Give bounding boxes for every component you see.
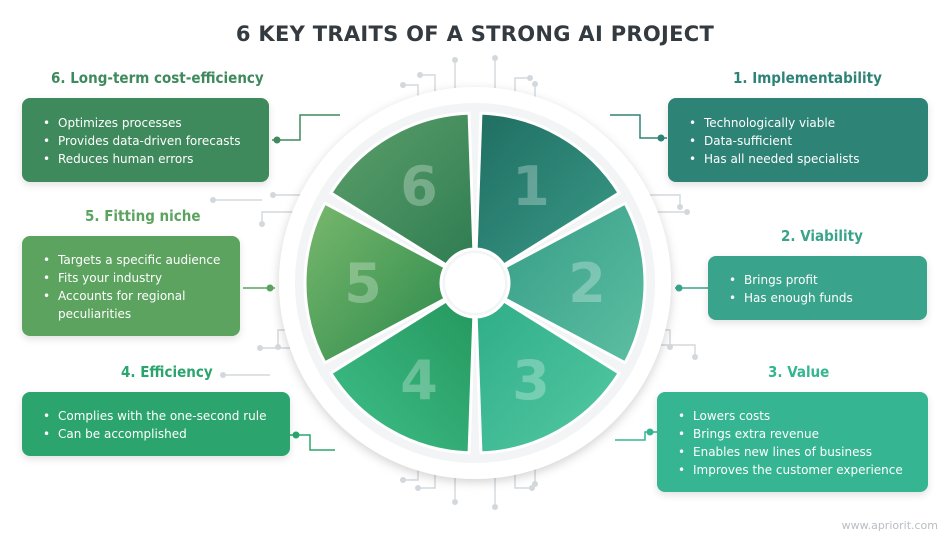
- card-implementability: Technologically viable Data-sufficient H…: [668, 98, 928, 182]
- list-item: Technologically viable: [688, 114, 914, 132]
- list-item: Reduces human errors: [42, 150, 257, 168]
- circuit-dots: [210, 55, 698, 510]
- list-item: Provides data-driven forecasts: [42, 132, 257, 150]
- page-title: 6 KEY TRAITS OF A STRONG AI PROJECT: [235, 22, 715, 46]
- list-item: Can be accomplished: [42, 425, 278, 443]
- card-value: Lowers costs Brings extra revenue Enable…: [657, 392, 928, 492]
- watermark: www.apriorit.com: [841, 519, 938, 532]
- segment-number-4: 4: [400, 349, 438, 412]
- list-item: Lowers costs: [677, 407, 914, 425]
- heading-efficiency: 4. Efficiency: [121, 363, 213, 381]
- heading-fitting-niche: 5. Fitting niche: [85, 207, 201, 225]
- wheel-segment-5: [303, 201, 447, 365]
- list-item: Targets a specific audience: [42, 251, 228, 269]
- list-item: Brings profit: [728, 271, 913, 289]
- list-item: Optimizes processes: [42, 114, 257, 132]
- wheel-segment-1: [474, 111, 621, 267]
- card-long-term-cost-efficiency: Optimizes processes Provides data-driven…: [22, 98, 269, 182]
- heading-viability: 2. Viability: [781, 227, 863, 245]
- segment-number-5: 5: [344, 252, 382, 315]
- list-item: Has enough funds: [728, 289, 913, 307]
- wheel-segment-3: [474, 299, 621, 455]
- list-item: Improves the customer experience: [677, 461, 914, 479]
- wheel-segment-6: [329, 111, 476, 267]
- wheel-segment-4: [329, 299, 476, 455]
- list-item: Complies with the one-second rule: [42, 407, 278, 425]
- connector-dots: [266, 134, 683, 439]
- list-item: Data-sufficient: [688, 132, 914, 150]
- card-efficiency: Complies with the one-second rule Can be…: [22, 392, 290, 456]
- card-fitting-niche: Targets a specific audience Fits your in…: [22, 236, 240, 336]
- heading-value: 3. Value: [768, 363, 830, 381]
- segment-number-3: 3: [512, 349, 550, 412]
- wheel-hub: [445, 253, 505, 313]
- card-viability: Brings profit Has enough funds: [708, 256, 927, 320]
- heading-implementability: 1. Implementability: [733, 69, 882, 87]
- list-item: Accounts for regional peculiarities: [42, 287, 228, 323]
- segment-number-2: 2: [568, 252, 606, 315]
- list-item: Fits your industry: [42, 269, 228, 287]
- heading-long-term-cost-efficiency: 6. Long-term cost-efficiency: [51, 69, 264, 87]
- list-item: Enables new lines of business: [677, 443, 914, 461]
- segment-number-1: 1: [512, 155, 550, 218]
- connectors: [243, 114, 708, 451]
- segment-number-6: 6: [400, 155, 438, 218]
- wheel-segment-2: [503, 201, 647, 365]
- list-item: Has all needed specialists: [688, 150, 914, 168]
- list-item: Brings extra revenue: [677, 425, 914, 443]
